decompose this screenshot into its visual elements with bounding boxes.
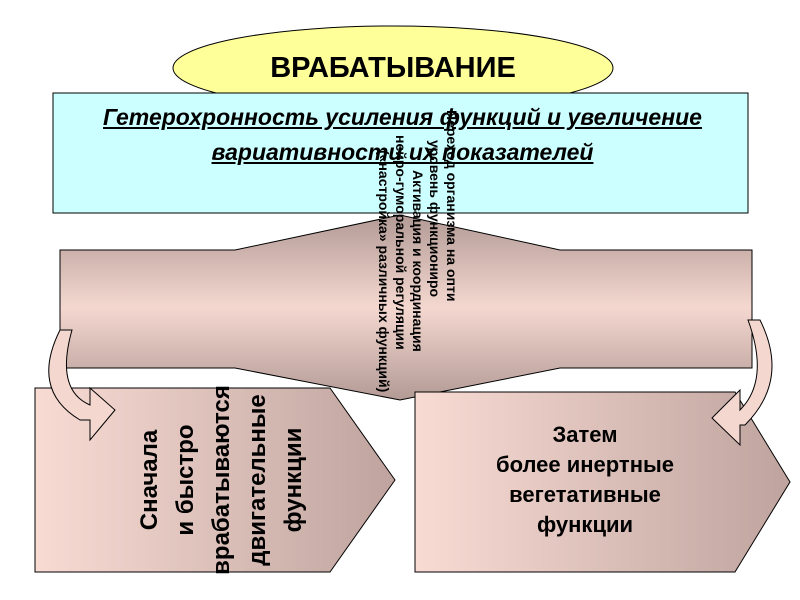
- right-line: более инертные: [495, 452, 675, 477]
- right-pentagon: [414, 391, 791, 573]
- title: ВРАБАТЫВАНИЕ: [270, 52, 516, 84]
- right-line: Затем: [552, 422, 618, 447]
- subtitle: Гетерохронность усиления функций и увели…: [103, 104, 702, 165]
- middle-line: Активация и координация: [410, 170, 426, 352]
- curved-arrow-right-icon: [711, 319, 773, 447]
- curved-arrow-left-icon: [48, 329, 116, 442]
- right-line: вегетативные: [509, 482, 661, 507]
- left-line: функции: [280, 427, 307, 533]
- double-arrow-band: [59, 214, 753, 401]
- middle-line: нейро-гуморальной регуляции: [393, 135, 409, 350]
- right-line: функции: [536, 512, 634, 537]
- left-line: врабатываются: [208, 385, 235, 575]
- subtitle-box: [52, 92, 749, 214]
- left-pentagon: [34, 387, 396, 573]
- middle-line: Переход организма на опти: [444, 110, 460, 302]
- middle-line: («настройка» различных функций): [376, 150, 392, 393]
- right-text: Затем более инертные вегетативные функци…: [440, 420, 730, 540]
- left-line: двигательные: [244, 394, 271, 566]
- left-line: и быстро: [172, 424, 199, 536]
- middle-text: Переход организма на опти уровень функци…: [375, 110, 460, 392]
- middle-line: уровень функциониро: [427, 140, 443, 298]
- left-line: Сначала: [136, 429, 163, 531]
